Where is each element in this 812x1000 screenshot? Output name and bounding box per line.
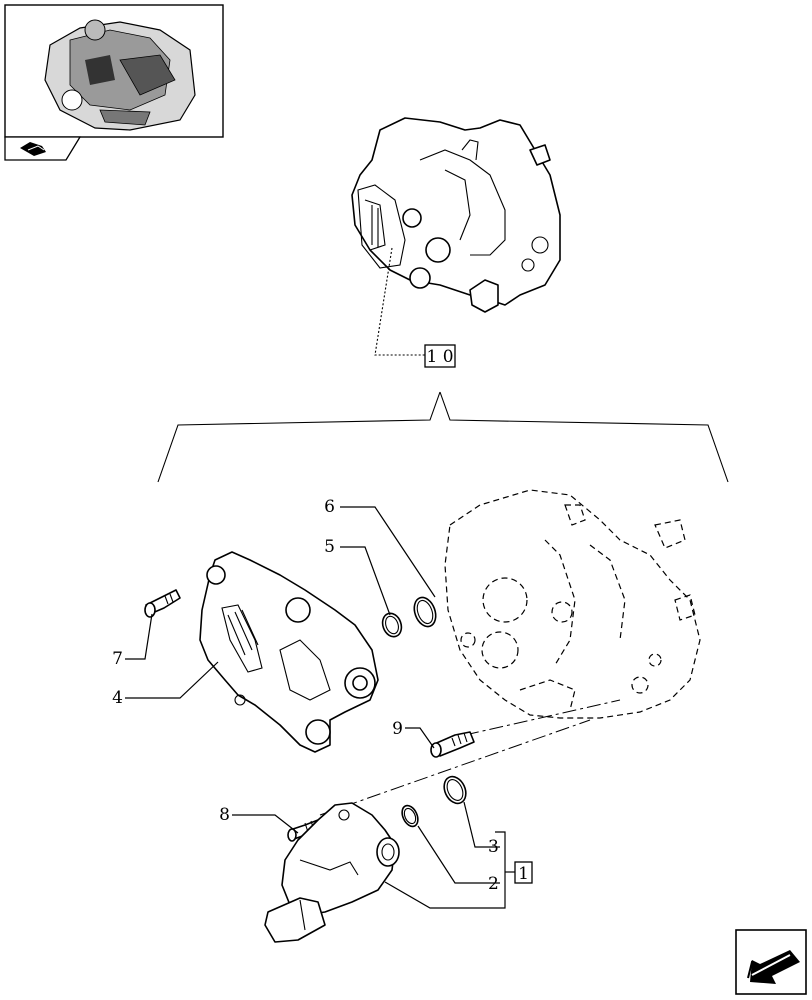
callout-7-label: 7: [112, 649, 123, 669]
callout-5-label: 5: [324, 537, 335, 557]
engine-icon: [44, 19, 196, 131]
assembly-reference-label: 1 0: [426, 347, 453, 367]
book-icon: [20, 142, 46, 156]
callout-4-label: 4: [112, 688, 123, 708]
callout-8-label: 8: [219, 805, 230, 825]
callout-3-label: 3: [488, 837, 499, 857]
part-1-pressure-regulator[interactable]: [264, 802, 400, 943]
part-3-oring[interactable]: [440, 773, 470, 807]
pump-body-outline: [444, 489, 701, 719]
part-9-sensor[interactable]: [430, 731, 475, 758]
group-reference-label: 1: [518, 864, 529, 884]
engine-thumbnail[interactable]: [4, 4, 224, 161]
injection-pump-assembly: [351, 117, 561, 313]
part-7-screw[interactable]: [144, 589, 181, 618]
next-page-arrow-icon[interactable]: [735, 929, 807, 995]
part-4-pump-cover[interactable]: [199, 551, 379, 753]
callout-9-label: 9: [392, 719, 403, 739]
part-2-seal[interactable]: [399, 803, 421, 829]
callout-2-label: 2: [488, 874, 499, 894]
callout-6-label: 6: [324, 497, 335, 517]
part-6-seal[interactable]: [410, 594, 439, 629]
part-5-seal[interactable]: [379, 611, 404, 640]
